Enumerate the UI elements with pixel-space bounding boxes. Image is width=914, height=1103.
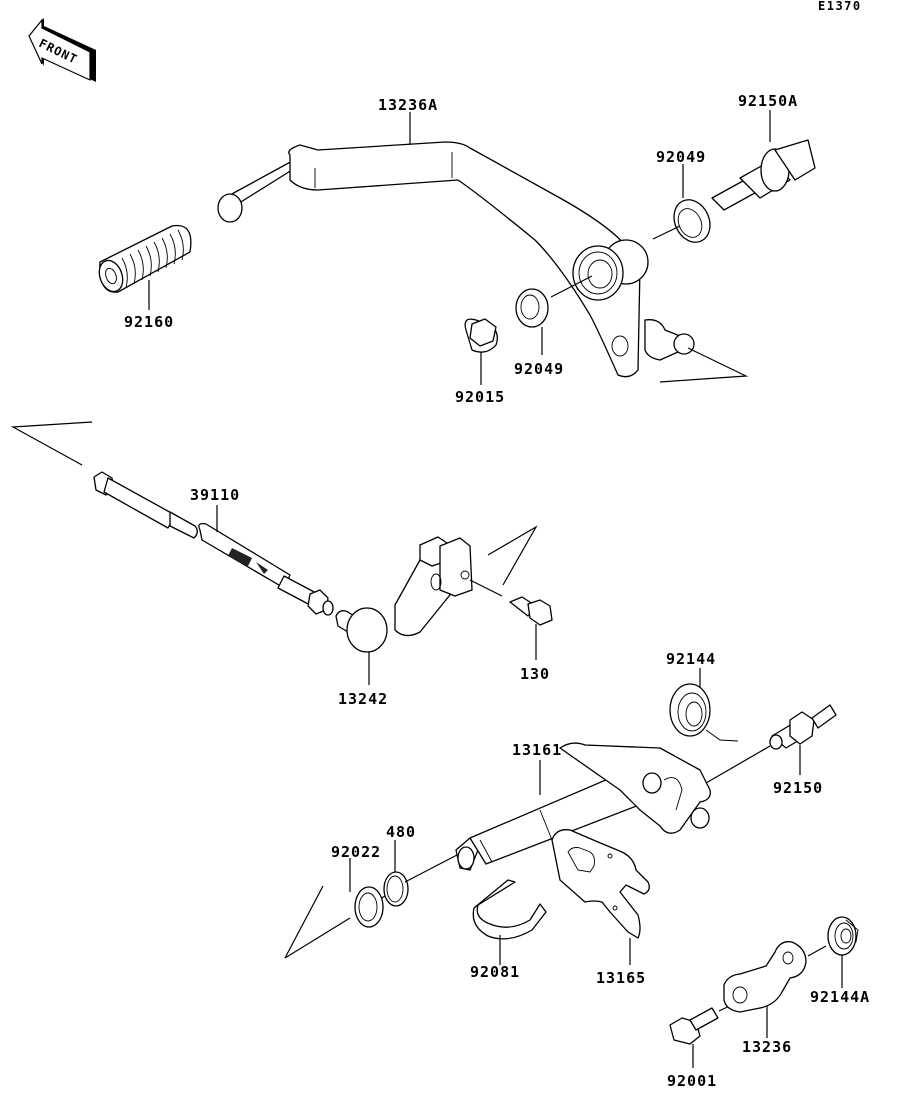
- diagram-code: E1370: [818, 0, 862, 13]
- label-13236A: 13236A: [378, 96, 438, 114]
- label-13161: 13161: [512, 741, 562, 759]
- label-13165: 13165: [596, 969, 646, 987]
- bolt-130[interactable]: [509, 596, 553, 660]
- label-92144: 92144: [666, 650, 716, 668]
- tie-rod-39110[interactable]: [93, 471, 334, 616]
- shift-shaft-13161[interactable]: [455, 742, 711, 871]
- label-13242: 13242: [338, 690, 388, 708]
- label-92160: 92160: [124, 313, 174, 331]
- shift-pedal-13236A[interactable]: [217, 112, 695, 378]
- label-92022: 92022: [331, 843, 381, 861]
- spring-clip-92081[interactable]: [472, 879, 547, 965]
- label-92001: 92001: [667, 1072, 717, 1090]
- shift-lever-13242[interactable]: [335, 536, 503, 685]
- circlip-480[interactable]: [371, 840, 458, 907]
- label-92049-lower: 92049: [514, 360, 564, 378]
- cap-nut-92015[interactable]: [464, 318, 498, 385]
- spring-92144A[interactable]: [827, 916, 859, 988]
- label-39110: 39110: [190, 486, 240, 504]
- label-480: 480: [386, 823, 416, 841]
- label-92150: 92150: [773, 779, 823, 797]
- label-92150A: 92150A: [738, 92, 798, 110]
- oil-seal-92049-upper[interactable]: [652, 164, 717, 248]
- label-92049-upper: 92049: [656, 148, 706, 166]
- connection-line: [659, 347, 749, 383]
- connection-line: [487, 525, 538, 586]
- label-92144A: 92144A: [810, 988, 870, 1006]
- shift-plate-13165[interactable]: [551, 829, 650, 965]
- front-arrow-icon: FRONT: [28, 18, 96, 82]
- washer-92022[interactable]: [284, 858, 384, 959]
- connection-line: [10, 421, 93, 466]
- label-92015: 92015: [455, 388, 505, 406]
- label-13236: 13236: [742, 1038, 792, 1056]
- positioning-lever-13236[interactable]: [723, 941, 827, 1038]
- pedal-rubber-92160[interactable]: [95, 224, 192, 310]
- stopper-bolt-92150[interactable]: [705, 704, 837, 784]
- spring-92144[interactable]: [669, 668, 739, 742]
- label-130: 130: [520, 665, 550, 683]
- bolt-92001[interactable]: [669, 1001, 739, 1068]
- connection-line: [284, 885, 324, 959]
- pivot-bolt-92150A[interactable]: [711, 110, 816, 211]
- oil-seal-92049-lower[interactable]: [515, 275, 593, 355]
- label-92081: 92081: [470, 963, 520, 981]
